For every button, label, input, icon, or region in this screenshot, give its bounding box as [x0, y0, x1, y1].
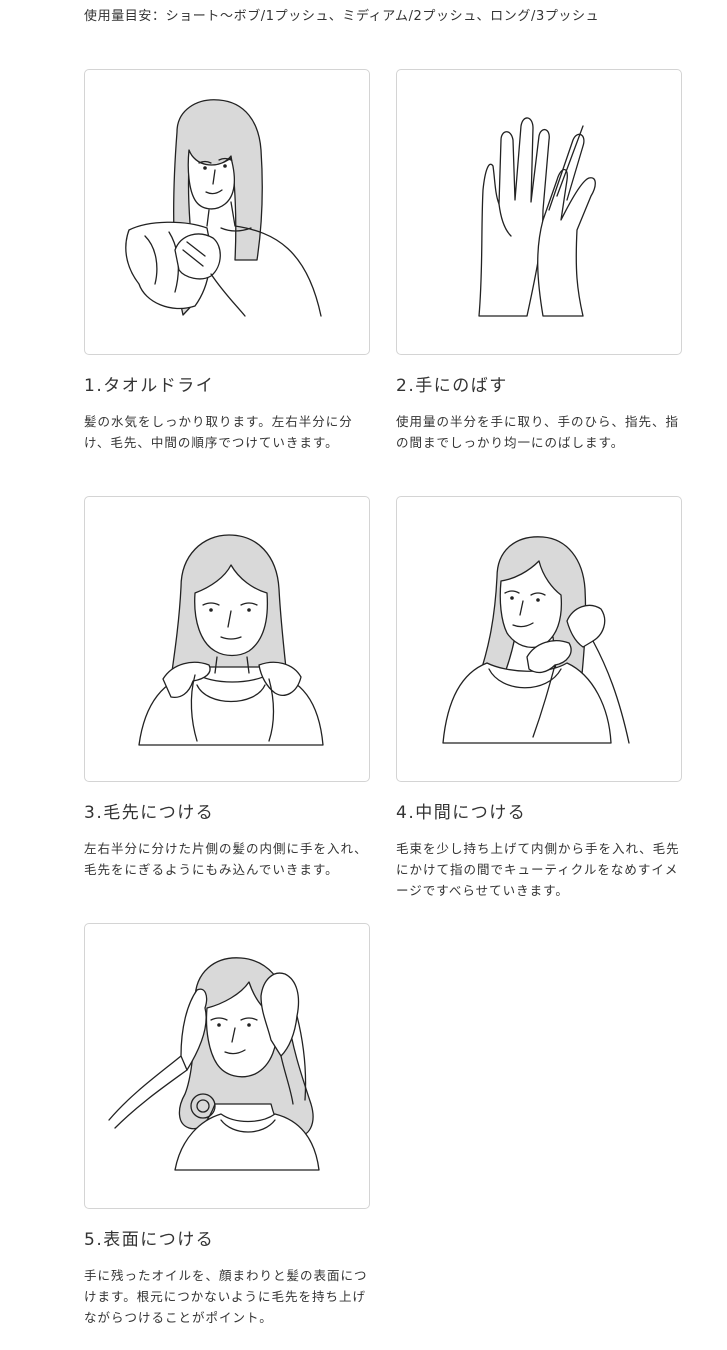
step-5-title: 5.表面につける [84, 1230, 215, 1250]
step-4-illustration-frame [396, 496, 682, 782]
step-5-description: 手に残ったオイルを、顔まわりと髪の表面につけます。根元につかないように毛先を持ち… [84, 1268, 368, 1325]
hands-spreading-oil-illustration [478, 117, 596, 317]
step-1-description: 髪の水気をしっかり取ります。左右半分に分け、毛先、中間の順序でつけていきます。 [84, 414, 353, 450]
woman-holding-hair-ends-illustration [138, 534, 324, 746]
woman-applying-mid-lengths-illustration [442, 536, 630, 744]
step-1-title: 1.タオルドライ [84, 376, 215, 396]
usage-amount-note: 使用量目安：ショート〜ボブ/1プッシュ、ミディアム/2プッシュ、ロング/3プッシ… [84, 9, 600, 24]
step-3: 3.毛先につける 左右半分に分けた片側の髪の内側に手を入れ、毛先をにぎるようにも… [84, 496, 372, 880]
woman-towel-drying-illustration [125, 99, 322, 317]
step-4: 4.中間につける 毛束を少し持ち上げて内側から手を入れ、毛先にかけて指の間でキュ… [396, 496, 684, 901]
step-4-description: 毛束を少し持ち上げて内側から手を入れ、毛先にかけて指の間でキューティクルをなめす… [396, 841, 680, 898]
step-2-title: 2.手にのばす [396, 376, 508, 396]
step-3-description: 左右半分に分けた片側の髪の内側に手を入れ、毛先をにぎるようにもみ込んでいきます。 [84, 841, 368, 877]
step-5: 5.表面につける 手に残ったオイルを、顔まわりと髪の表面につけます。根元につかな… [84, 923, 372, 1328]
step-5-illustration-frame [84, 923, 370, 1209]
step-2: 2.手にのばす 使用量の半分を手に取り、手のひら、指先、指の間までしっかり均一に… [396, 69, 684, 453]
step-4-title: 4.中間につける [396, 803, 527, 823]
step-2-illustration-frame [396, 69, 682, 355]
step-3-illustration-frame [84, 496, 370, 782]
step-1: 1.タオルドライ 髪の水気をしっかり取ります。左右半分に分け、毛先、中間の順序で… [84, 69, 372, 453]
step-1-illustration-frame [84, 69, 370, 355]
step-3-title: 3.毛先につける [84, 803, 215, 823]
woman-applying-hair-surface-illustration [108, 957, 320, 1171]
step-2-description: 使用量の半分を手に取り、手のひら、指先、指の間までしっかり均一にのばします。 [396, 414, 680, 450]
